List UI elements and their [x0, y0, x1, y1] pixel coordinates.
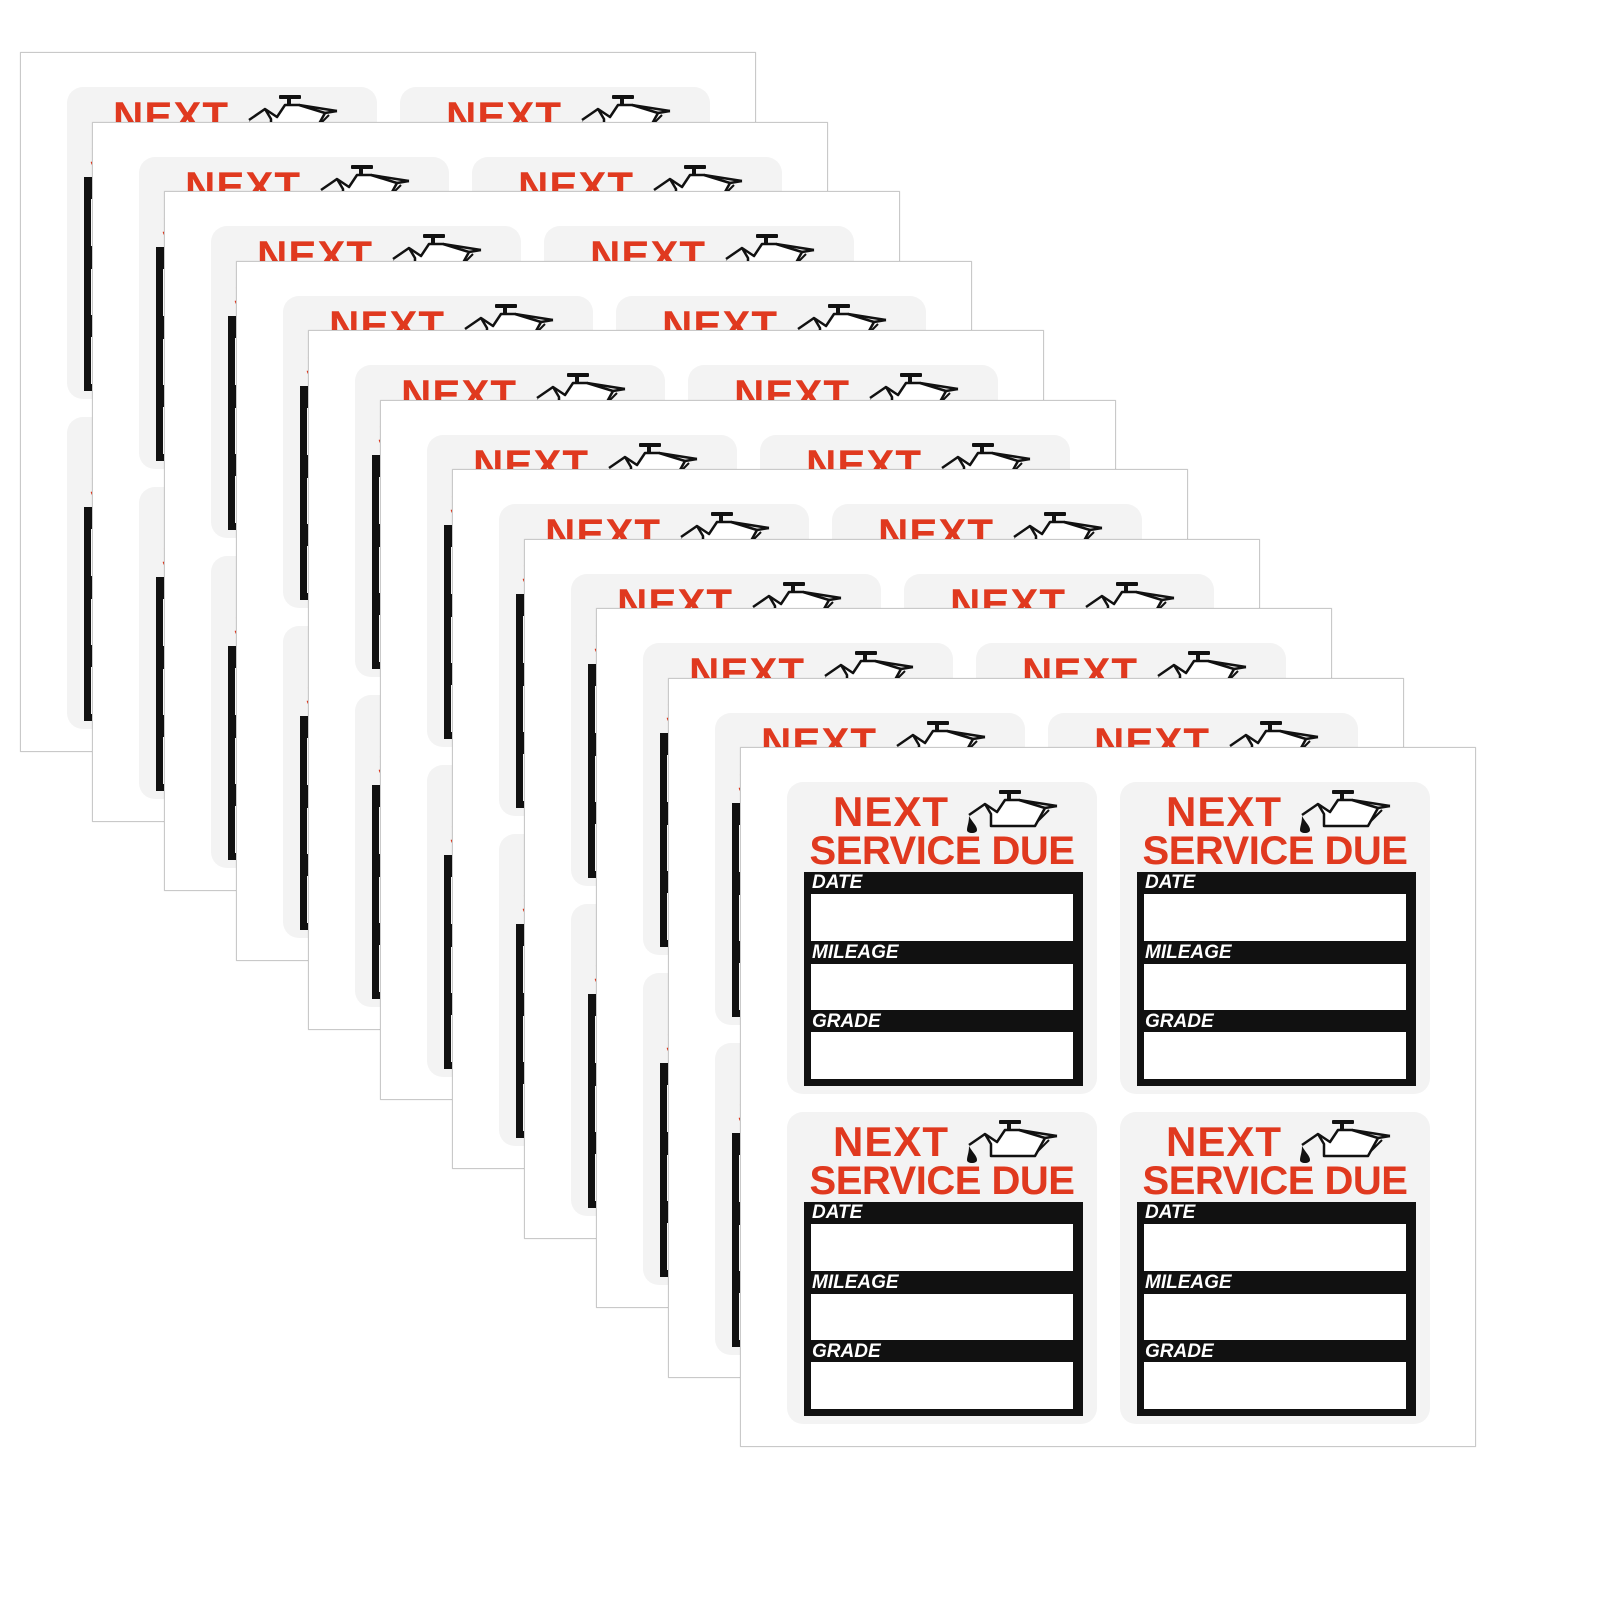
oil-can-icon	[1300, 790, 1391, 833]
field-blank-mileage	[1144, 1294, 1406, 1340]
sticker-form: DATE MILEAGE GRADE	[1137, 1202, 1416, 1416]
sticker-title-next: NEXT	[1166, 788, 1283, 835]
sticker-form: DATE MILEAGE GRADE	[804, 872, 1083, 1086]
field-blank-mileage	[1144, 964, 1406, 1010]
oil-can-icon	[967, 1120, 1058, 1163]
field-label-mileage: MILEAGE	[1145, 1272, 1232, 1293]
sticker-form: DATE MILEAGE GRADE	[1137, 872, 1416, 1086]
field-blank-mileage	[811, 1294, 1073, 1340]
field-label-date: DATE	[812, 1202, 863, 1223]
sticker-sheet: NEXT SERVICE DUE DATE MILEAGE GRADE NE	[740, 747, 1476, 1447]
sticker-title-service-due: SERVICE DUE	[809, 1159, 1075, 1203]
field-label-date: DATE	[1145, 1202, 1196, 1223]
service-sticker: NEXT SERVICE DUE DATE MILEAGE GRADE	[787, 782, 1097, 1094]
field-label-grade: GRADE	[1145, 1011, 1214, 1032]
field-label-grade: GRADE	[812, 1341, 881, 1362]
oil-can-icon	[1300, 1120, 1391, 1163]
sticker-title-row: NEXT	[787, 1118, 1097, 1164]
sticker-title-next: NEXT	[833, 1118, 950, 1165]
sticker-title-row: NEXT	[787, 788, 1097, 834]
field-blank-grade	[1144, 1362, 1406, 1409]
service-sticker: NEXT SERVICE DUE DATE MILEAGE GRADE	[1120, 782, 1430, 1094]
sticker-title-service-due: SERVICE DUE	[1142, 1159, 1408, 1203]
field-label-date: DATE	[812, 872, 863, 893]
service-sticker: NEXT SERVICE DUE DATE MILEAGE GRADE	[1120, 1112, 1430, 1424]
sticker-title-next: NEXT	[1166, 1118, 1283, 1165]
field-blank-mileage	[811, 964, 1073, 1010]
field-blank-date	[1144, 894, 1406, 941]
field-label-date: DATE	[1145, 872, 1196, 893]
field-label-grade: GRADE	[812, 1011, 881, 1032]
field-label-grade: GRADE	[1145, 1341, 1214, 1362]
sticker-title-row: NEXT	[1120, 788, 1430, 834]
field-blank-date	[811, 1224, 1073, 1271]
field-label-mileage: MILEAGE	[812, 1272, 899, 1293]
sticker-title-service-due: SERVICE DUE	[1142, 829, 1408, 873]
field-label-mileage: MILEAGE	[1145, 942, 1232, 963]
field-blank-grade	[811, 1362, 1073, 1409]
field-blank-grade	[1144, 1032, 1406, 1079]
sticker-title-next: NEXT	[833, 788, 950, 835]
field-blank-grade	[811, 1032, 1073, 1079]
sticker-title-row: NEXT	[1120, 1118, 1430, 1164]
oil-can-icon	[967, 790, 1058, 833]
service-sticker: NEXT SERVICE DUE DATE MILEAGE GRADE	[787, 1112, 1097, 1424]
field-blank-date	[1144, 1224, 1406, 1271]
field-blank-date	[811, 894, 1073, 941]
sticker-title-service-due: SERVICE DUE	[809, 829, 1075, 873]
field-label-mileage: MILEAGE	[812, 942, 899, 963]
sticker-form: DATE MILEAGE GRADE	[804, 1202, 1083, 1416]
